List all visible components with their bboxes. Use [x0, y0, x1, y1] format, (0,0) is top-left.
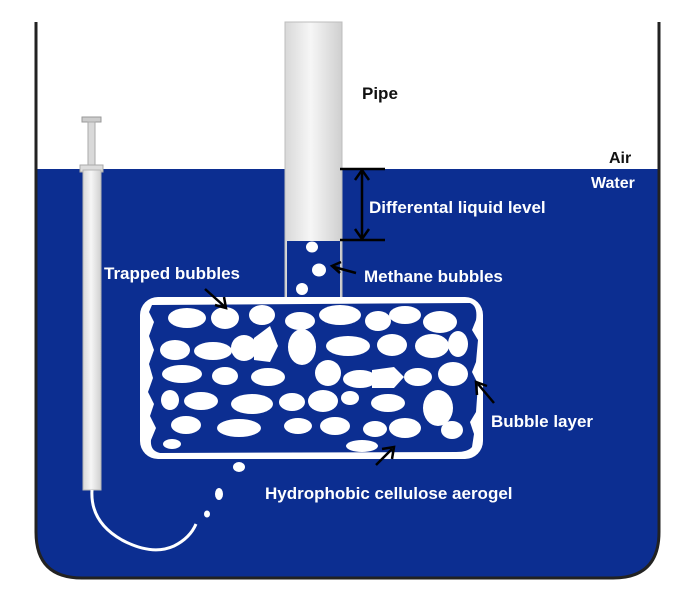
- escaping-bubble: [215, 488, 223, 500]
- escaping-bubble: [204, 510, 210, 518]
- label-bubble-layer: Bubble layer: [491, 412, 594, 431]
- tank-wall: [34, 22, 661, 580]
- trapped-bubbles: [160, 305, 468, 452]
- arrow-trapped-bubbles: [204, 288, 225, 307]
- arrow-methane-bubbles: [333, 265, 357, 275]
- escaping-bubble: [233, 462, 245, 472]
- label-differential-level: Differental liquid level: [369, 198, 546, 217]
- label-air: Air: [609, 150, 632, 167]
- label-water: Water: [591, 175, 635, 192]
- arrow-bubble-layer: [477, 383, 495, 404]
- methane-bubble: [312, 263, 326, 277]
- label-trapped-bubbles: Trapped bubbles: [104, 264, 241, 283]
- arrow-aerogel: [375, 448, 393, 466]
- label-hydrophobic-aerogel: Hydrophobic cellulose aerogel: [265, 484, 513, 503]
- gas-injector: [79, 116, 198, 552]
- differential-level-bracket: [340, 167, 385, 242]
- methane-bubble: [296, 283, 308, 295]
- label-pipe: Pipe: [362, 84, 398, 103]
- methane-bubble: [306, 241, 318, 253]
- annotation-arrows: [204, 260, 495, 466]
- label-methane-bubbles: Methane bubbles: [364, 267, 503, 286]
